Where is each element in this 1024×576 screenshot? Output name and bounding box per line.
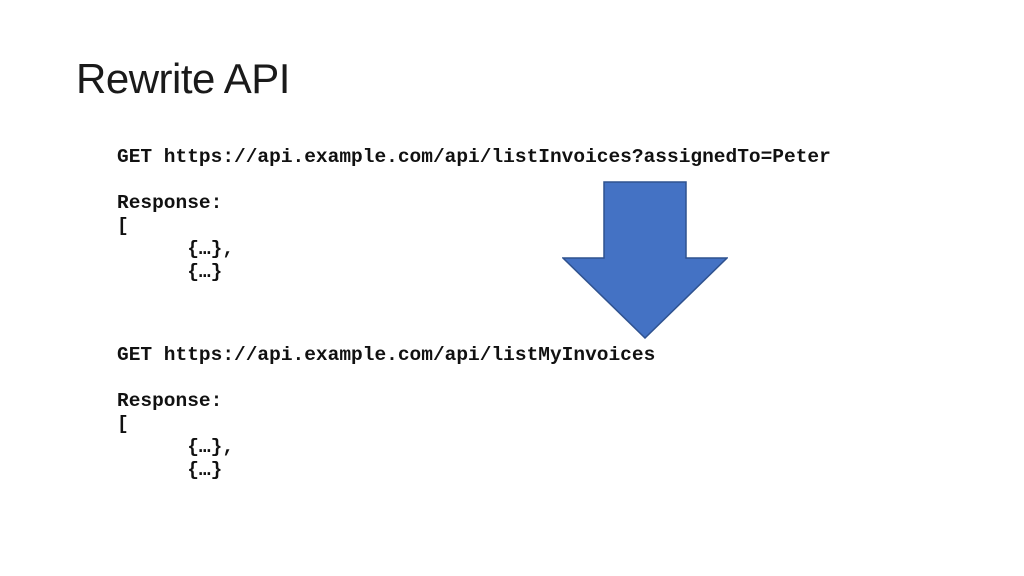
code-line: [ (117, 413, 129, 435)
down-arrow-shape (562, 181, 728, 339)
code-line: Response: (117, 192, 223, 214)
code-line: Response: (117, 390, 223, 412)
code-line: GET https://api.example.com/api/listInvo… (117, 146, 831, 168)
code-block-before: GET https://api.example.com/api/listInvo… (117, 146, 831, 284)
code-line: {…} (117, 459, 223, 481)
code-line: {…} (117, 261, 223, 283)
code-line: {…}, (117, 436, 235, 458)
slide-title: Rewrite API (76, 55, 290, 102)
code-line: [ (117, 215, 129, 237)
code-line: {…}, (117, 238, 235, 260)
down-arrow-icon (562, 181, 728, 339)
code-block-after: GET https://api.example.com/api/listMyIn… (117, 344, 655, 482)
code-line: GET https://api.example.com/api/listMyIn… (117, 344, 656, 366)
code-line (117, 367, 655, 390)
